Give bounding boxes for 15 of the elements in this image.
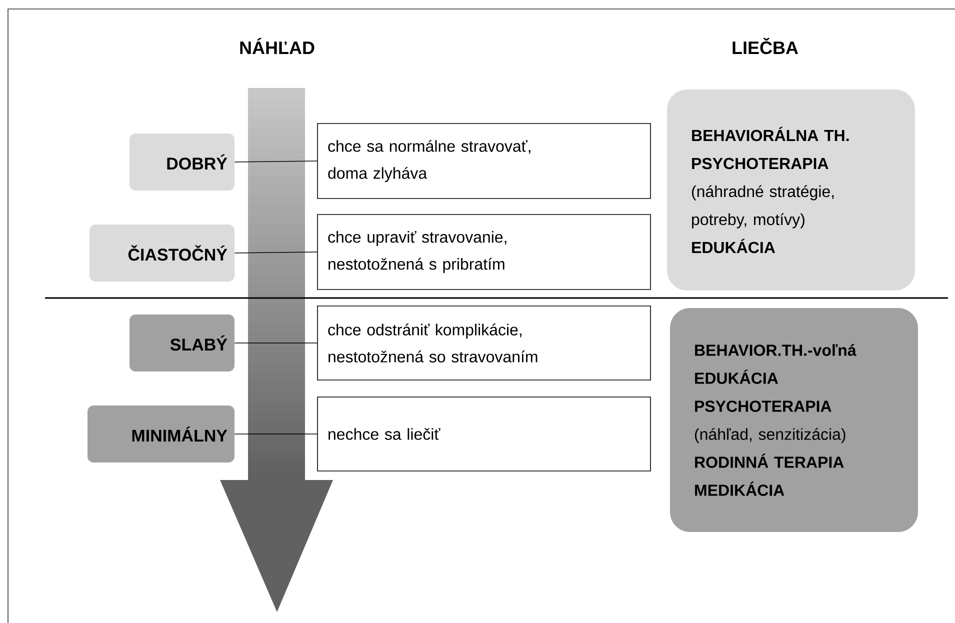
column-heading: LIEČBA	[732, 38, 798, 54]
column-heading: NÁHĽAD	[240, 38, 314, 54]
level-box: ČIASTOČNÝ	[90, 224, 234, 282]
level-box: DOBRÝ	[130, 134, 234, 190]
treatment-box: BEHAVIOR.TH.-voľná EDUKÁCIA PSYCHOTERAPIA (náhľad, senzitizácia) RODINNÁ TERAPIA MEDIKÁCIA	[670, 308, 918, 532]
connector-line	[234, 160, 318, 162]
connector-line	[234, 342, 318, 344]
level-box: SLABÝ	[130, 314, 234, 372]
description-box: chce odstrániť komplikácie, nestotožnená so stravovaním	[317, 306, 651, 380]
description-box: nechce sa liečiť	[317, 396, 651, 472]
description-box: chce upraviť stravovanie, nestotožnená s pribratím	[317, 214, 651, 290]
treatment-box: BEHAVIORÁLNA TH. PSYCHOTERAPIA (náhradné stratégie, potreby, motívy) EDUKÁCIA	[667, 90, 915, 290]
description-box: chce sa normálne stravovať, doma zlyháva	[317, 123, 651, 199]
connector-line	[234, 252, 318, 254]
level-box: MINIMÁLNY	[88, 406, 234, 462]
